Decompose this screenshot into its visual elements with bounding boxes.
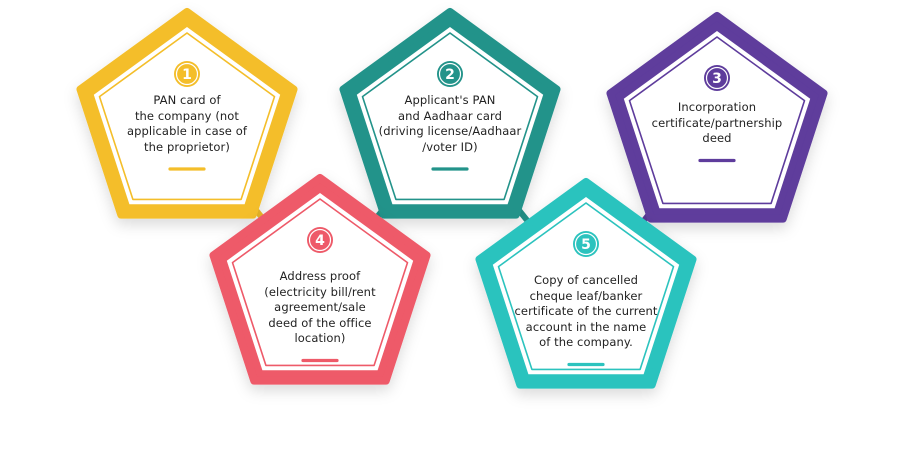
pentagon-inner (356, 27, 544, 205)
pentagon-inner-outline (98, 32, 276, 201)
number-badge-ring (308, 228, 332, 252)
number-label: 4 (315, 233, 325, 249)
card-text-line: certificate of the current (514, 304, 658, 318)
number-badge (437, 61, 463, 87)
card-text-line: Applicant's PAN (404, 93, 496, 107)
pentagon-inner (93, 27, 281, 205)
number-badge-ring (574, 232, 598, 256)
card-4: 4 (209, 174, 431, 385)
card-1: 1 (76, 8, 298, 219)
card-text-line: account in the name (525, 319, 647, 334)
number-label: 2 (445, 67, 455, 83)
card-text-line: and Aadhaar card (397, 108, 503, 123)
pentagon-inner-outline (628, 36, 806, 205)
card-text-line: the proprietor) (144, 139, 230, 154)
card-2: 2 (339, 8, 561, 219)
number-badge (307, 227, 333, 253)
card-3: 3 (606, 12, 828, 223)
number-badge (174, 61, 200, 87)
card-text-line: applicable in case of (126, 124, 248, 138)
pentagon-cards: 1 2 3 4 5 (76, 8, 828, 389)
card-5: 5 (475, 178, 697, 389)
card-text-line: of the company. (539, 335, 633, 349)
card-text-line: the company (not (134, 108, 240, 123)
card-text-line: location) (294, 331, 346, 345)
card-text-line: Address proof (279, 269, 361, 283)
number-badge (704, 65, 730, 91)
number-label: 1 (182, 67, 192, 83)
number-label: 5 (581, 237, 591, 253)
pentagon-inner-outline (231, 198, 409, 367)
pentagon-inner-outline (497, 202, 675, 371)
number-badge-ring (175, 62, 199, 86)
card-text-line: (driving license/Aadhaar (378, 124, 522, 138)
card-text-line: deed of the office (268, 315, 372, 330)
card-text-line: Incorporation (677, 100, 757, 114)
pentagon-inner (226, 193, 414, 371)
pentagon-inner (623, 31, 811, 209)
number-badge-ring (705, 66, 729, 90)
number-badge (573, 231, 599, 257)
card-text-line: deed (702, 131, 732, 145)
number-label: 3 (712, 71, 722, 87)
card-text-line: (electricity bill/rent (264, 284, 376, 299)
card-text-line: agreement/sale (274, 300, 366, 314)
card-text-line: Copy of cancelled (533, 273, 639, 287)
number-badge-ring (438, 62, 462, 86)
card-text-line: /voter ID) (422, 139, 478, 154)
card-text-line: PAN card of (153, 93, 221, 107)
pentagon-inner (492, 197, 680, 375)
card-text-line: certificate/partnership (651, 115, 783, 130)
pentagon-inner-outline (361, 32, 539, 201)
card-text-line: cheque leaf/banker (529, 288, 643, 303)
